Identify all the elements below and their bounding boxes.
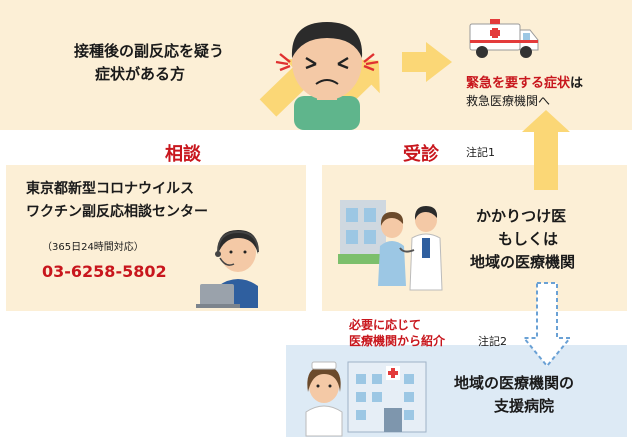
arrow-to-emergency	[402, 42, 452, 82]
arrow-to-support-hospital	[521, 282, 573, 368]
referral-line2: 医療機関から紹介	[349, 334, 446, 348]
operator-illustration	[196, 230, 259, 308]
emergency-line2: 救急医療機関へ	[466, 94, 551, 108]
clinic-line1: かかりつけ医	[476, 207, 567, 225]
support-hospital-line2: 支援病院	[494, 397, 555, 415]
arrow-clinic-to-emergency	[522, 110, 570, 190]
visit-label: 受診	[403, 144, 439, 165]
clinic-line2: もしくは	[498, 230, 559, 248]
center-hours: （365日24時間対応）	[42, 242, 144, 253]
center-name-line2: ワクチン副反応相談センター	[26, 204, 208, 220]
support-hospital-panel	[286, 345, 627, 437]
referral-line1: 必要に応じて	[349, 318, 422, 332]
note1-label: 注記1	[466, 146, 495, 159]
note2-label: 注記2	[478, 335, 507, 348]
sick-person-illustration	[275, 22, 379, 130]
clinic-line3: 地域の医療機関	[470, 253, 576, 271]
center-name-line1: 東京都新型コロナウイルス	[26, 181, 194, 197]
center-phone: 03-6258-5802	[42, 262, 167, 281]
nurse-hospital-illustration	[305, 361, 427, 437]
symptom-title-line1: 接種後の副反応を疑う	[74, 42, 225, 60]
ambulance-icon	[469, 19, 539, 58]
consult-label: 相談	[165, 144, 201, 165]
doctor-patient-illustration	[338, 200, 443, 291]
symptom-title-line2: 症状がある方	[95, 65, 186, 83]
support-hospital-line1: 地域の医療機関の	[454, 374, 575, 392]
emergency-label: 緊急を要する症状は	[466, 76, 584, 91]
